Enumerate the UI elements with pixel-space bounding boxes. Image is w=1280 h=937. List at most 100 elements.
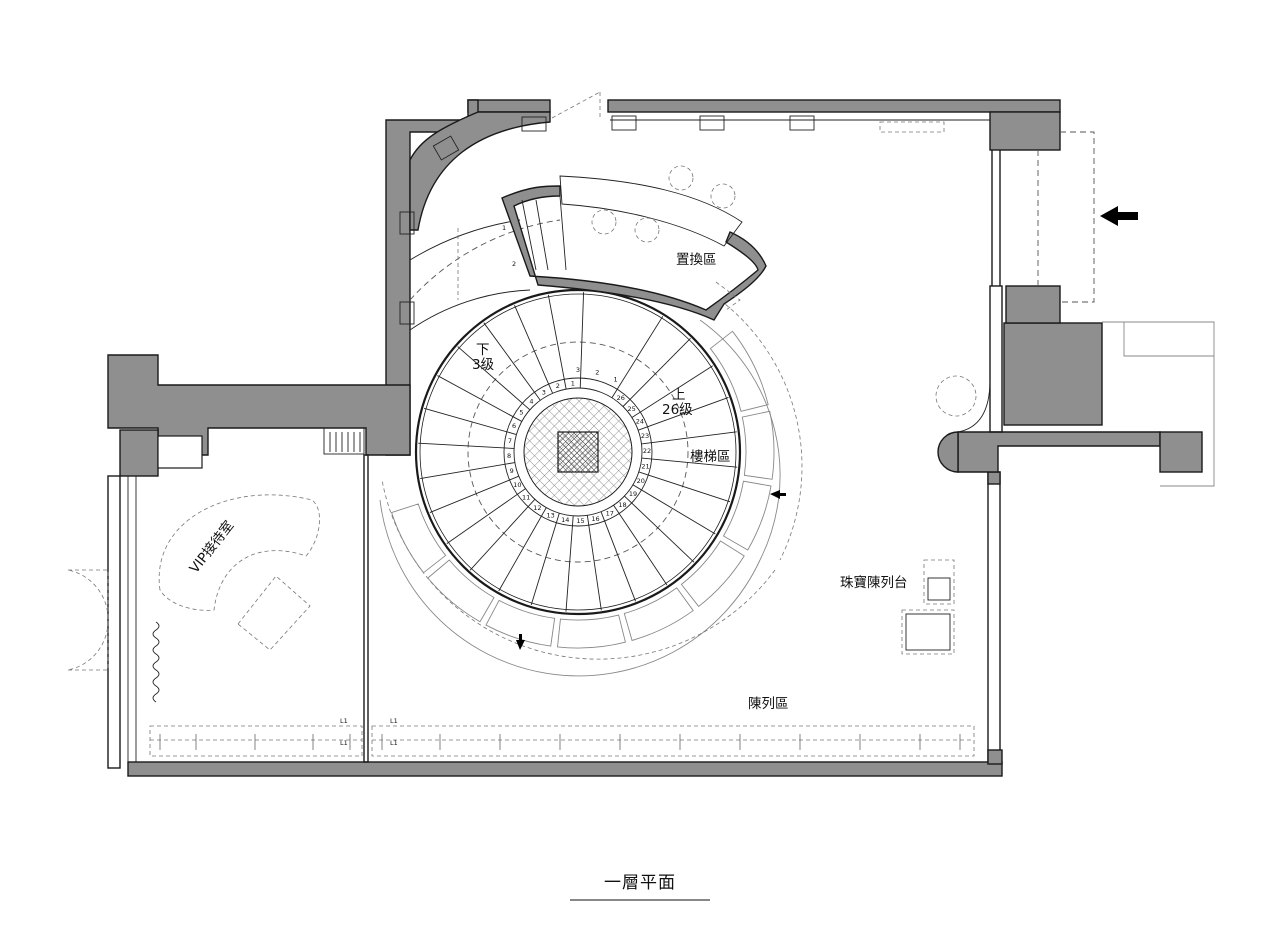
bottom-wall	[127, 761, 1003, 777]
stair-tread	[469, 498, 536, 571]
step-number: 2	[512, 260, 516, 268]
display-area-label: 陳列區	[748, 696, 789, 712]
stair-tread	[638, 397, 729, 431]
stair-tread	[547, 294, 567, 390]
entrance-arrow-icon	[1100, 206, 1138, 226]
stair-upper-number: 1	[613, 375, 617, 383]
exchange-area-label: 置換區	[676, 252, 717, 268]
stair-tread	[565, 515, 574, 612]
stair-area-label: 樓梯區	[690, 449, 731, 465]
right-horizontal-wall	[957, 431, 1161, 473]
stair-outer-segment	[680, 540, 745, 608]
stair-step-number: 1	[571, 379, 575, 387]
stair-step-number: 4	[529, 397, 533, 405]
shelf-mark: L1	[340, 739, 348, 747]
stair-tread	[418, 442, 515, 449]
curtain	[152, 621, 160, 703]
stair-step-number: 7	[508, 437, 512, 445]
stair-outer-segment	[485, 599, 556, 647]
stair-step-number: 23	[641, 432, 649, 440]
stair-tread	[638, 471, 731, 503]
stair-column	[557, 431, 599, 473]
stair-outer-segment	[623, 587, 694, 641]
stair-step-number: 15	[576, 517, 584, 525]
stair-tread	[423, 407, 517, 435]
stair-tread	[579, 292, 585, 389]
stair-step-number: 3	[542, 388, 546, 396]
stair-step-number: 17	[606, 509, 614, 517]
stair-tread	[613, 504, 668, 586]
top-wall-left	[467, 99, 551, 113]
stair-step-number: 20	[637, 477, 645, 485]
stair-tread	[641, 457, 738, 468]
shelf-mark: L1	[340, 717, 348, 725]
rounded-end	[937, 431, 959, 473]
stair-step-number: 24	[636, 418, 644, 426]
round-table	[935, 375, 977, 417]
top-right-column	[989, 111, 1061, 151]
exchange-area-furniture	[501, 165, 767, 321]
stair-tread	[446, 488, 526, 544]
stair-step-number: 18	[618, 501, 626, 509]
stair-tread	[632, 484, 716, 535]
stair-step-number: 25	[628, 405, 636, 413]
middle-wall	[107, 354, 411, 456]
stair-outer-segment	[557, 614, 626, 649]
vip-curved-sofa	[158, 494, 320, 611]
left-column	[119, 429, 159, 477]
stair-tread	[631, 365, 714, 418]
stair-tread	[420, 462, 515, 479]
stair-outer-segment	[709, 330, 769, 412]
drawing-title: 一層平面	[604, 873, 676, 893]
step-number: 1	[502, 224, 506, 232]
stair-upper-number: 3	[576, 366, 580, 374]
stair-tread	[600, 511, 636, 602]
display-shelves: L1 L1 L1 L1	[149, 717, 975, 757]
stair-outer-segments	[391, 330, 775, 649]
entrance-canopy	[1037, 131, 1215, 487]
curved-bench	[559, 175, 743, 247]
stair-outer-segment	[722, 480, 772, 551]
stair-tread	[429, 475, 519, 513]
stair-tread	[586, 515, 602, 611]
left-opening	[157, 435, 203, 469]
curved-corner-wall	[409, 111, 551, 231]
stair-tread	[624, 495, 695, 563]
stair-tread	[437, 375, 522, 422]
stair-tread	[498, 507, 547, 592]
stair-step-number: 9	[510, 467, 514, 475]
arrow-icon	[516, 634, 525, 650]
right-block	[1003, 322, 1103, 426]
stair-step-number: 12	[533, 504, 541, 512]
stair-step-number: 14	[561, 516, 569, 524]
jewelry-table-label: 珠寶陳列台	[840, 575, 908, 591]
stair-tread	[483, 322, 541, 401]
shelf-mark: L1	[390, 717, 398, 725]
stair-outer-ring	[414, 288, 742, 616]
stair-step-number: 10	[513, 481, 521, 489]
stair-step-number: 22	[643, 447, 651, 455]
stair-treads	[418, 292, 738, 612]
stair-tread	[457, 346, 531, 411]
stair-step-number: 16	[591, 515, 599, 523]
stair-step-number: 8	[507, 452, 511, 460]
left-doors	[67, 569, 109, 671]
vent-grille	[323, 427, 365, 455]
up-steps-label: 26级	[662, 402, 693, 418]
stair-tread	[530, 513, 560, 606]
arrow-icon	[770, 490, 786, 499]
top-door	[551, 91, 601, 120]
stair-upper-number: 2	[595, 368, 599, 376]
stair-tread	[641, 431, 737, 445]
walls	[107, 99, 1203, 777]
partition-wall	[363, 454, 369, 763]
curved-sofa-wall	[501, 185, 767, 321]
vip-coffee-table	[237, 575, 311, 651]
stair-tread	[611, 316, 664, 398]
top-wall	[607, 99, 1061, 113]
right-wall	[987, 471, 1001, 763]
vip-room-furniture	[152, 494, 320, 703]
